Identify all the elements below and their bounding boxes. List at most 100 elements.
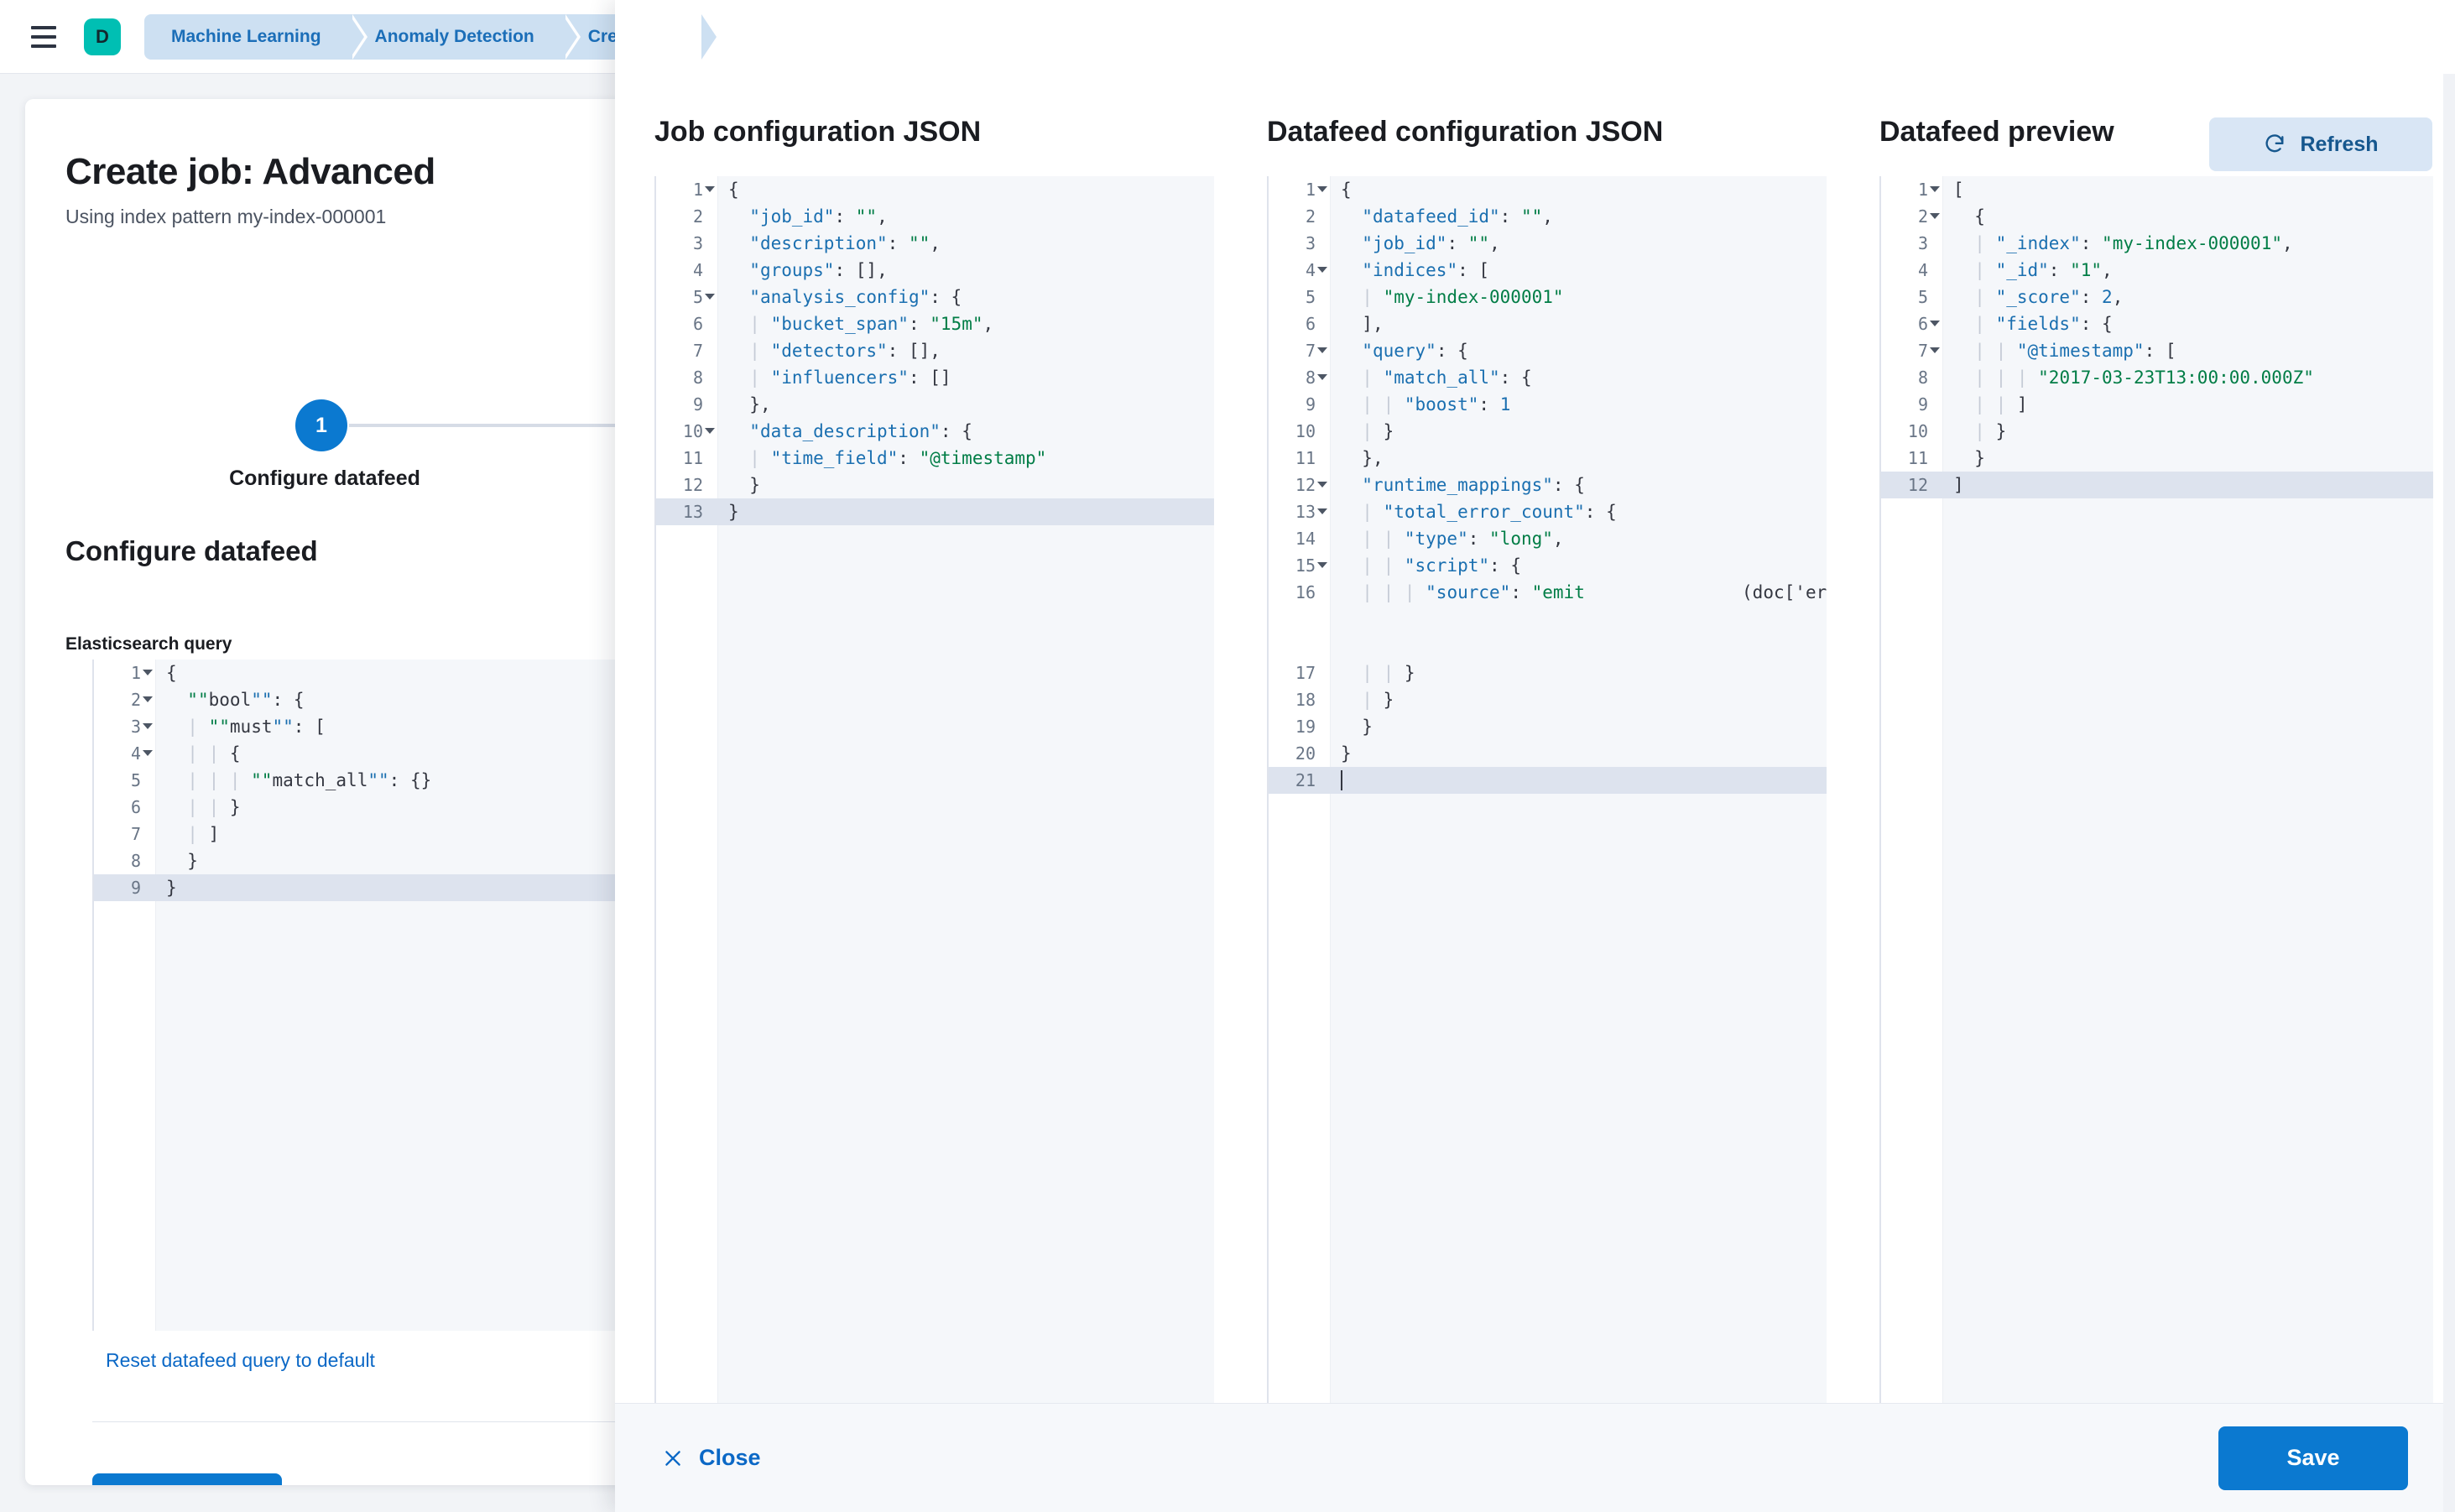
section-title: Configure datafeed xyxy=(65,535,318,566)
line-number: 3 xyxy=(130,717,141,737)
code-line[interactable]: 12 } xyxy=(656,472,1214,498)
close-button[interactable]: Close xyxy=(662,1445,761,1471)
code-line[interactable]: 10 | } xyxy=(1269,418,1827,445)
code-line[interactable]: 11 }, xyxy=(1269,445,1827,472)
code-line[interactable]: 4 | | { xyxy=(94,740,1217,767)
fold-toggle-icon[interactable] xyxy=(1317,186,1327,192)
fold-toggle-icon[interactable] xyxy=(1930,213,1940,219)
next-button[interactable]: Next xyxy=(92,1473,282,1485)
fold-toggle-icon[interactable] xyxy=(143,723,153,729)
code-line[interactable]: 9 }, xyxy=(656,391,1214,418)
code-line[interactable]: 11 } xyxy=(1881,445,2433,472)
job-configuration-json-editor[interactable]: 1{2 "job_id": "",3 "description": "",4 "… xyxy=(654,176,1214,1403)
fold-toggle-icon[interactable] xyxy=(1930,321,1940,326)
step-1-circle[interactable]: 1 xyxy=(295,399,347,451)
code-line[interactable]: 1[ xyxy=(1881,176,2433,203)
code-line[interactable]: 8 | | | "2017-03-23T13:00:00.000Z" xyxy=(1881,364,2433,391)
code-line[interactable]: 8 | "match_all": { xyxy=(1269,364,1827,391)
code-line[interactable]: 7 | "detectors": [], xyxy=(656,337,1214,364)
code-line[interactable]: 19 } xyxy=(1269,713,1827,740)
code-line[interactable]: 3 | "_index": "my-index-000001", xyxy=(1881,230,2433,257)
code-line[interactable]: 6 ], xyxy=(1269,310,1827,337)
reset-datafeed-query-link[interactable]: Reset datafeed query to default xyxy=(106,1349,375,1371)
code-line[interactable]: 20} xyxy=(1269,740,1827,767)
code-line[interactable]: 1{ xyxy=(656,176,1214,203)
code-line[interactable]: 4 "indices": [ xyxy=(1269,257,1827,284)
line-number: 9 xyxy=(1917,394,1928,414)
code-line[interactable]: 4 | "_id": "1", xyxy=(1881,257,2433,284)
code-line[interactable]: 11 | "time_field": "@timestamp" xyxy=(656,445,1214,472)
code-line[interactable]: 7 "query": { xyxy=(1269,337,1827,364)
code-line[interactable]: 15 | | "script": { xyxy=(1269,552,1827,579)
fold-toggle-icon[interactable] xyxy=(705,186,715,192)
code-line[interactable]: 5 "analysis_config": { xyxy=(656,284,1214,310)
line-number: 5 xyxy=(1917,287,1928,307)
space-avatar[interactable]: D xyxy=(84,18,121,55)
code-line[interactable]: 5 | "my-index-000001" xyxy=(1269,284,1827,310)
code-line[interactable]: 8 } xyxy=(94,847,1217,874)
code-line[interactable]: 12] xyxy=(1881,472,2433,498)
line-number: 3 xyxy=(1917,233,1928,253)
code-line[interactable]: 14 | | "type": "long", xyxy=(1269,525,1827,552)
fold-toggle-icon[interactable] xyxy=(143,750,153,756)
code-line[interactable]: 3 "description": "", xyxy=(656,230,1214,257)
code-line[interactable]: 2 { xyxy=(1881,203,2433,230)
code-line[interactable]: 9 | | ] xyxy=(1881,391,2433,418)
line-number: 16 xyxy=(1295,582,1316,602)
breadcrumb-item-anomaly-detection[interactable]: Anomaly Detection xyxy=(349,13,581,60)
code-line[interactable]: 9 | | "boost": 1 xyxy=(1269,391,1827,418)
fold-toggle-icon[interactable] xyxy=(143,670,153,675)
fold-toggle-icon[interactable] xyxy=(1317,508,1327,514)
line-number: 5 xyxy=(1305,287,1316,307)
fold-toggle-icon[interactable] xyxy=(1317,562,1327,568)
code-line[interactable]: 6 | "bucket_span": "15m", xyxy=(656,310,1214,337)
fold-toggle-icon[interactable] xyxy=(1930,347,1940,353)
code-line[interactable]: 7 | | "@timestamp": [ xyxy=(1881,337,2433,364)
code-line[interactable]: 10 | } xyxy=(1881,418,2433,445)
code-line[interactable]: 12 "runtime_mappings": { xyxy=(1269,472,1827,498)
code-line[interactable]: 2 ""bool"": { xyxy=(94,686,1217,713)
fold-toggle-icon[interactable] xyxy=(1317,267,1327,273)
code-line[interactable]: 1{ xyxy=(1269,176,1827,203)
code-line[interactable]: 5 | "_score": 2, xyxy=(1881,284,2433,310)
fold-toggle-icon[interactable] xyxy=(1317,482,1327,487)
code-line[interactable]: 3 | ""must"": [ xyxy=(94,713,1217,740)
code-line[interactable]: 13} xyxy=(656,498,1214,525)
code-line[interactable]: 17 | | } xyxy=(1269,660,1827,686)
code-line[interactable]: 16 | | | "source": "emit (doc['error_cou… xyxy=(1269,579,1827,660)
code-line[interactable]: 21 xyxy=(1269,767,1827,794)
line-number: 10 xyxy=(1907,421,1928,441)
line-number: 13 xyxy=(682,502,703,522)
fold-toggle-icon[interactable] xyxy=(705,294,715,300)
breadcrumb-item-machine-learning[interactable]: Machine Learning xyxy=(144,13,367,60)
code-line[interactable]: 6 | "fields": { xyxy=(1881,310,2433,337)
code-line[interactable]: 8 | "influencers": [] xyxy=(656,364,1214,391)
code-line[interactable]: 6 | | } xyxy=(94,794,1217,821)
fold-toggle-icon[interactable] xyxy=(1317,374,1327,380)
line-number: 21 xyxy=(1295,770,1316,790)
datafeed-configuration-json-editor[interactable]: 1{2 "datafeed_id": "",3 "job_id": "",4 "… xyxy=(1267,176,1827,1403)
code-line[interactable]: 1{ xyxy=(94,660,1217,686)
close-x-icon xyxy=(665,1450,680,1466)
datafeed-preview-editor[interactable]: 1[2 {3 | "_index": "my-index-000001",4 |… xyxy=(1879,176,2433,1403)
fold-toggle-icon[interactable] xyxy=(1930,186,1940,192)
code-line[interactable]: 7 | ] xyxy=(94,821,1217,847)
line-number: 5 xyxy=(692,287,703,307)
refresh-button[interactable]: Refresh xyxy=(2209,117,2432,171)
code-line[interactable]: 10 "data_description": { xyxy=(656,418,1214,445)
code-line[interactable]: 18 | } xyxy=(1269,686,1827,713)
fold-toggle-icon[interactable] xyxy=(1317,347,1327,353)
code-line[interactable]: 2 "datafeed_id": "", xyxy=(1269,203,1827,230)
save-button[interactable]: Save xyxy=(2218,1426,2408,1490)
code-line[interactable]: 2 "job_id": "", xyxy=(656,203,1214,230)
fold-toggle-icon[interactable] xyxy=(705,428,715,434)
refresh-button-label: Refresh xyxy=(2300,132,2379,156)
code-line[interactable]: 13 | "total_error_count": { xyxy=(1269,498,1827,525)
code-line[interactable]: 3 "job_id": "", xyxy=(1269,230,1827,257)
page-scrollbar[interactable] xyxy=(2443,74,2455,1512)
line-number: 11 xyxy=(1295,448,1316,468)
code-line[interactable]: 5 | | | ""match_all"": {} xyxy=(94,767,1217,794)
code-line[interactable]: 4 "groups": [], xyxy=(656,257,1214,284)
fold-toggle-icon[interactable] xyxy=(143,696,153,702)
hamburger-menu-icon[interactable] xyxy=(25,18,62,55)
